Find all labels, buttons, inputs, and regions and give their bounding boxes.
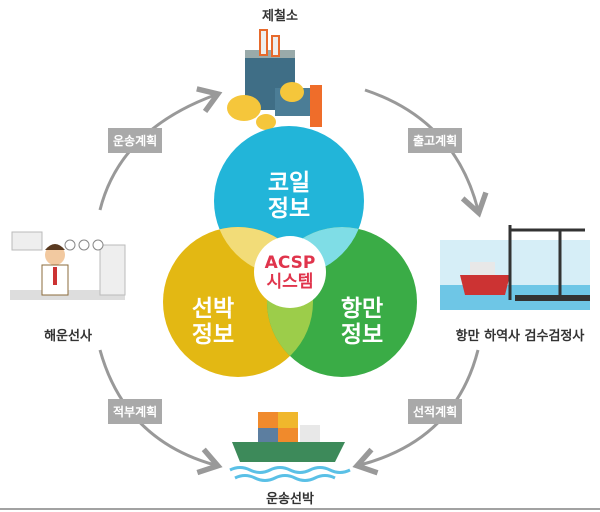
port-label: 항만 하역사 검수검정사 — [455, 329, 585, 344]
shipping-company-label: 해운선사 — [44, 329, 92, 344]
loading-plan-tag: 선적계획 — [408, 399, 463, 424]
release-plan-tag: 출고계획 — [408, 128, 463, 153]
acsp-line2: 시스템 — [266, 272, 314, 292]
acsp-line1: ACSP — [264, 253, 316, 273]
steel-mill-icon — [227, 29, 322, 130]
port-info-text: 항만 정보 — [340, 296, 384, 348]
coil-info-text: 코일 정보 — [267, 170, 311, 222]
vessel-icon — [229, 412, 351, 482]
vessel-label: 운송선박 — [266, 492, 314, 507]
transport-plan-tag: 운송계획 — [108, 128, 163, 153]
port-icon — [440, 225, 590, 310]
ship-info-text: 선박 정보 — [191, 296, 235, 348]
stowage-plan-tag: 적부계획 — [108, 399, 163, 424]
acsp-system-circle — [254, 236, 326, 308]
shipping-company-icon — [10, 231, 126, 300]
steel-mill-label: 제철소 — [262, 9, 298, 24]
